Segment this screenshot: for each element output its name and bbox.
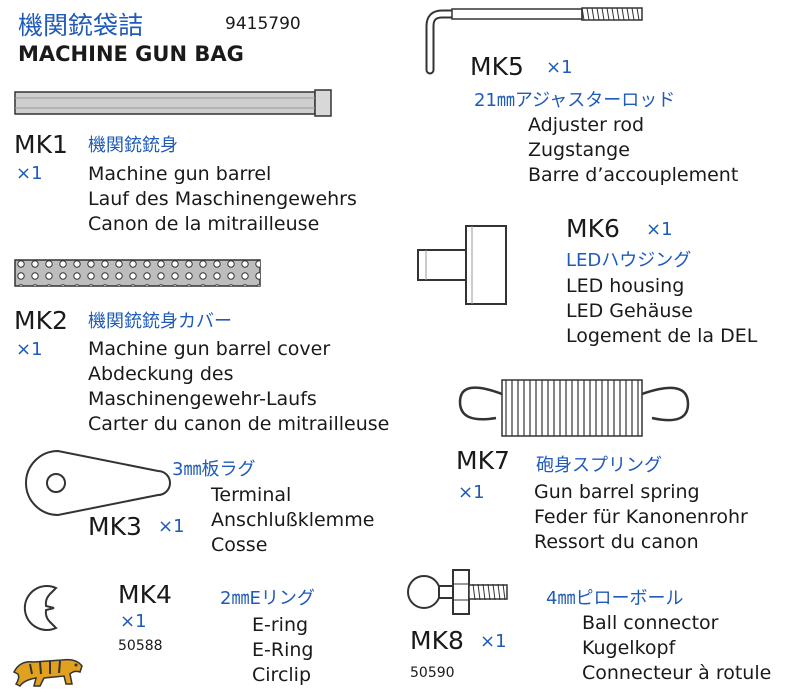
barrel-icon <box>14 89 332 117</box>
mk5-line-2: Barre d’accouplement <box>528 164 739 186</box>
mk4-qty: ×1 <box>120 611 147 632</box>
mk4-line-2: Circlip <box>252 664 312 686</box>
mk8-line-0: Ball connector <box>582 612 719 634</box>
mk6-qty: ×1 <box>646 219 673 240</box>
mk7-line-0: Gun barrel spring <box>534 481 700 503</box>
mk4-jp: 2㎜Eリング <box>220 588 315 609</box>
mk2-qty: ×1 <box>16 339 43 360</box>
mk2-line-3: Carter du canon de mitrailleuse <box>88 413 390 435</box>
mk2-line-1: Abdeckung des <box>88 363 234 385</box>
jp-title: 機関銃袋詰 <box>18 11 144 40</box>
mk8-qty: ×1 <box>480 631 507 652</box>
adjuster-rod-icon <box>425 7 643 75</box>
mk4-code: MK4 <box>118 580 172 609</box>
mk6-line-2: Logement de la DEL <box>566 325 758 347</box>
mk5-qty: ×1 <box>546 57 573 78</box>
spring-icon <box>458 379 690 437</box>
mk7-jp: 砲身スプリング <box>536 455 662 476</box>
terminal-icon <box>25 449 171 517</box>
mk7-line-2: Ressort du canon <box>534 531 699 553</box>
mk1-qty: ×1 <box>16 163 43 184</box>
part-number: 9415790 <box>225 14 301 34</box>
en-title: MACHINE GUN BAG <box>18 42 244 66</box>
mk6-jp: LEDハウジング <box>566 250 692 271</box>
barrel-cover-icon <box>14 259 261 287</box>
mk5-line-1: Zugstange <box>528 139 630 161</box>
mk6-code: MK6 <box>566 214 620 243</box>
mk6-line-1: LED Gehäuse <box>566 300 693 322</box>
mk2-code: MK2 <box>14 306 68 335</box>
mk8-line-1: Kugelkopf <box>582 637 676 659</box>
mk8-num: 50590 <box>410 665 455 681</box>
mk7-code: MK7 <box>456 446 510 475</box>
e-ring-icon <box>23 585 58 631</box>
mk2-jp: 機関銃銃身カバー <box>88 311 232 332</box>
mk1-line-2: Canon de la mitrailleuse <box>88 213 320 235</box>
mk2-line-0: Machine gun barrel cover <box>88 338 331 360</box>
mk6-line-0: LED housing <box>566 275 685 297</box>
mk1-line-0: Machine gun barrel <box>88 163 272 185</box>
mk1-line-1: Lauf des Maschinengewehrs <box>88 188 357 210</box>
mk8-jp: 4㎜ピローボール <box>546 588 684 609</box>
mk5-line-0: Adjuster rod <box>528 114 645 136</box>
mk3-line-1: Anschlußklemme <box>211 509 375 531</box>
mk3-code: MK3 <box>88 512 142 541</box>
ball-connector-icon <box>407 569 508 615</box>
mk3-jp: 3㎜板ラグ <box>172 459 256 480</box>
mk7-line-1: Feder für Kanonenrohr <box>534 506 748 528</box>
mk3-line-2: Cosse <box>211 534 268 556</box>
mk3-qty: ×1 <box>158 516 185 537</box>
mk8-line-2: Connecteur à rotule <box>582 662 772 684</box>
mk2-line-2: Maschinengewehr-Laufs <box>88 388 317 410</box>
mk4-line-1: E-Ring <box>252 639 314 661</box>
mk3-line-0: Terminal <box>211 484 292 506</box>
mk1-code: MK1 <box>14 130 68 159</box>
tiger-logo-icon <box>12 658 83 687</box>
mk7-qty: ×1 <box>458 482 485 503</box>
mk5-code: MK5 <box>470 52 524 81</box>
mk8-code: MK8 <box>410 626 464 655</box>
mk4-num: 50588 <box>118 638 163 654</box>
mk5-jp: 21㎜アジャスターロッド <box>474 90 676 111</box>
mk1-jp: 機関銃銃身 <box>88 135 178 156</box>
mk4-line-0: E-ring <box>252 614 309 636</box>
led-housing-icon <box>417 225 507 305</box>
